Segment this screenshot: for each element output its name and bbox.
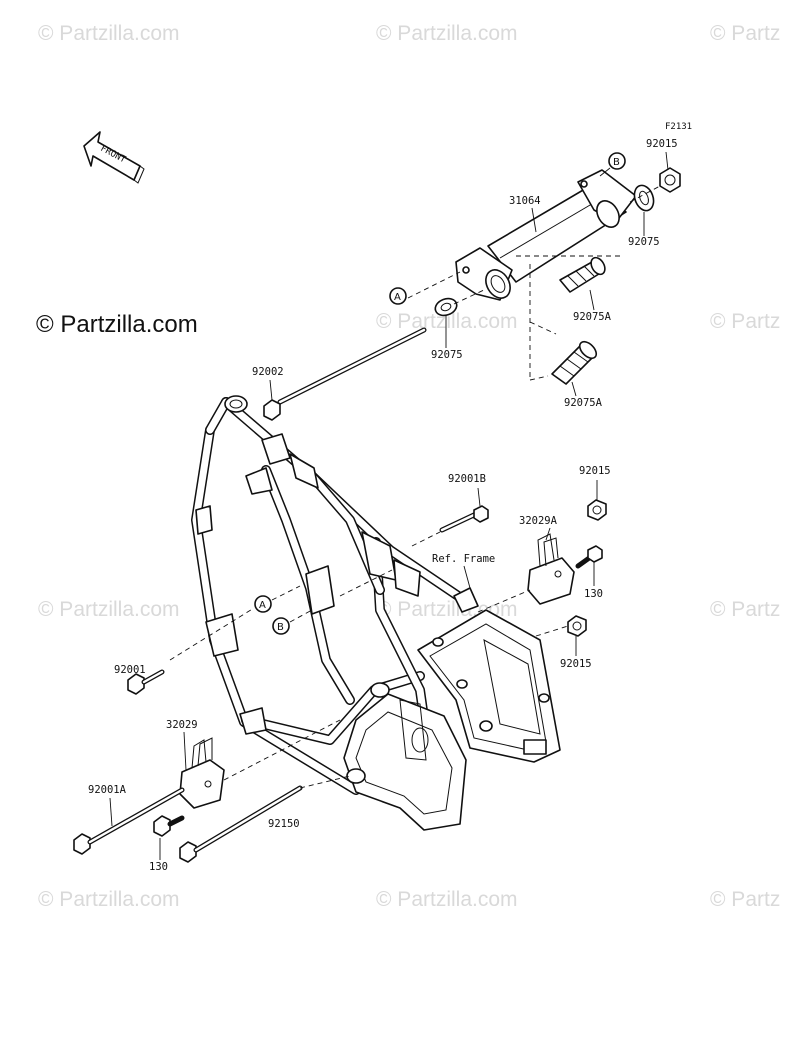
bushing-92075a-lower xyxy=(551,340,598,385)
label-32029: 32029 xyxy=(166,719,198,731)
nut-92015-mid xyxy=(587,499,607,521)
bolt-92150 xyxy=(179,785,303,863)
callout-b-mid-label: B xyxy=(277,622,284,633)
bracket-32029a xyxy=(527,533,575,605)
watermark: © Partzilla.com xyxy=(38,22,180,45)
label-92001b: 92001B xyxy=(448,473,486,485)
nut-92015-top xyxy=(659,167,681,193)
label-92075a-low: 92075A xyxy=(564,397,603,409)
label-92075-mid: 92075 xyxy=(431,349,463,361)
bolt-92001b xyxy=(439,505,489,533)
bolt-130-right xyxy=(575,545,603,569)
label-31064: 31064 xyxy=(509,195,541,207)
collar-92075-right xyxy=(633,184,655,212)
callout-a-mid xyxy=(254,595,272,613)
ref-frame-label: Ref. Frame xyxy=(432,553,495,565)
callout-b-top xyxy=(608,152,626,170)
bolt-130-left xyxy=(153,815,185,837)
callout-b-top-label: B xyxy=(613,157,620,168)
bolt-92002 xyxy=(263,327,427,421)
label-92001: 92001 xyxy=(114,664,146,676)
callout-a-top-label: A xyxy=(394,292,401,303)
nut-92015-low xyxy=(567,615,587,637)
brand-watermark: © Partzilla.com xyxy=(36,311,198,338)
shaft-bracket-31064 xyxy=(455,169,637,301)
label-92015-mid: 92015 xyxy=(579,465,611,477)
label-92075-right: 92075 xyxy=(628,236,660,248)
label-92015-top: 92015 xyxy=(646,138,678,150)
watermark: © Partzilla.com xyxy=(38,598,180,621)
bushing-92075a-upper xyxy=(559,256,606,293)
figure-id: F2131 xyxy=(665,122,692,132)
label-130-right: 130 xyxy=(584,588,603,600)
bolt-92001 xyxy=(127,669,165,695)
front-arrow-icon: FRONT xyxy=(83,131,145,184)
watermark: © Partz xyxy=(710,888,781,911)
watermark: © Partzilla.com xyxy=(38,888,180,911)
watermark: © Partz xyxy=(710,22,781,45)
label-92002: 92002 xyxy=(252,366,284,378)
watermark: © Partz xyxy=(710,310,781,333)
watermark: © Partzilla.com xyxy=(376,310,518,333)
callout-a-mid-label: A xyxy=(259,600,266,611)
bolt-92001a xyxy=(73,787,185,855)
label-130-left: 130 xyxy=(149,861,168,873)
collar-92075-mid xyxy=(434,297,458,317)
label-92075a-top: 92075A xyxy=(573,311,612,323)
label-92015-low: 92015 xyxy=(560,658,592,670)
label-32029a: 32029A xyxy=(519,515,558,527)
label-92001a: 92001A xyxy=(88,784,127,796)
bracket-32029 xyxy=(179,737,225,809)
watermark: © Partzilla.com xyxy=(376,22,518,45)
watermark: © Partz xyxy=(710,598,781,621)
frame-outline xyxy=(191,395,561,831)
label-92150: 92150 xyxy=(268,818,300,830)
callout-b-mid xyxy=(272,617,290,635)
callout-a-top xyxy=(389,287,407,305)
watermark: © Partzilla.com xyxy=(376,888,518,911)
